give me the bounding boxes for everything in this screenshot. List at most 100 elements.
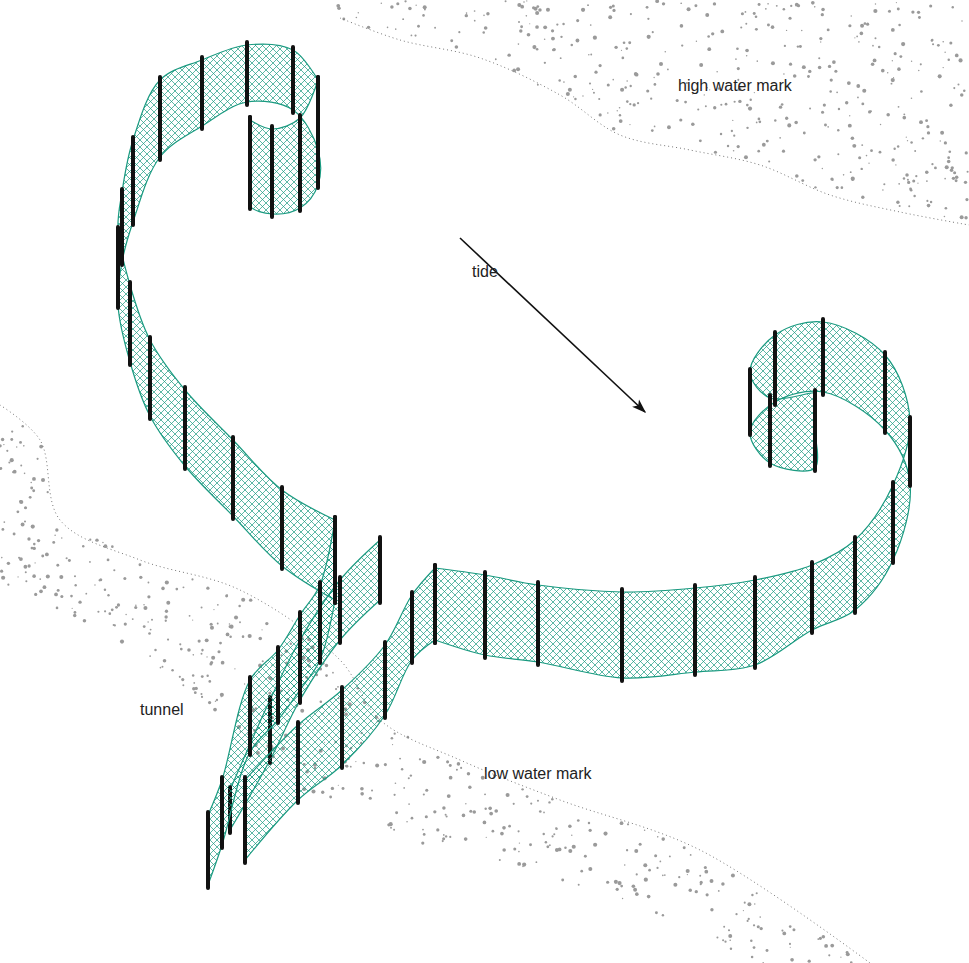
sand-dot — [553, 833, 555, 835]
sand-dot — [960, 93, 963, 96]
sand-dot — [442, 806, 445, 809]
sand-dot — [958, 58, 962, 62]
sand-dot — [147, 595, 150, 598]
sand-dot — [206, 674, 208, 676]
sand-dot — [593, 36, 597, 40]
sand-dot — [782, 150, 785, 153]
sand-dot — [331, 787, 334, 790]
sand-dot — [46, 575, 50, 579]
sand-dot — [608, 15, 612, 19]
sand-dot — [784, 45, 786, 47]
sand-dot — [757, 150, 760, 153]
sand-dot — [221, 696, 222, 697]
sand-dot — [612, 127, 616, 131]
sand-dot — [62, 576, 63, 577]
sand-dot — [713, 2, 716, 5]
sand-dot — [860, 24, 864, 28]
sand-dot — [225, 594, 228, 597]
stake — [810, 562, 814, 633]
sand-dot — [891, 158, 894, 161]
sand-dot — [488, 807, 492, 811]
sand-dot — [499, 859, 501, 861]
sand-dot — [919, 120, 923, 124]
sand-dot — [612, 5, 615, 8]
sand-dot — [733, 135, 735, 137]
sand-dot — [135, 605, 137, 607]
sand-dot — [650, 98, 652, 100]
stake — [318, 582, 322, 663]
sand-dot — [755, 28, 758, 31]
stake — [316, 77, 320, 188]
sand-dot — [953, 171, 956, 174]
sand-dot — [523, 1, 525, 3]
sand-dot — [489, 812, 493, 816]
sand-dot — [70, 595, 73, 598]
sand-dot — [609, 6, 612, 9]
sand-dot — [513, 847, 516, 850]
sand-dot — [861, 144, 863, 146]
sand-dot — [543, 833, 545, 835]
sand-dot — [728, 934, 732, 938]
sand-dot — [820, 41, 821, 42]
sand-dot — [148, 582, 150, 584]
sand-dot — [464, 837, 468, 841]
sand-dot — [193, 654, 195, 656]
sand-dot — [768, 160, 770, 162]
sand-dot — [33, 543, 36, 546]
sand-dot — [647, 18, 649, 20]
sand-dot — [97, 611, 99, 613]
sand-dot — [387, 27, 389, 29]
sand-dot — [261, 629, 262, 630]
stake — [378, 537, 382, 603]
sand-dot — [830, 944, 834, 948]
sand-dot — [871, 62, 875, 66]
sand-dot — [593, 92, 595, 94]
sand-dot — [651, 129, 654, 132]
sand-dot — [163, 659, 167, 663]
sand-dot — [911, 60, 912, 61]
sand-dot — [918, 16, 921, 19]
sand-dot — [898, 183, 900, 185]
sand-dot — [828, 954, 830, 956]
sand-dot — [393, 794, 395, 796]
sand-dot — [518, 43, 520, 45]
sand-dot — [745, 23, 747, 25]
sand-dot — [630, 85, 632, 87]
sand-dot — [699, 63, 703, 67]
sand-dot — [767, 24, 770, 27]
sand-dot — [210, 661, 213, 664]
sand-dot — [891, 83, 893, 85]
sand-dot — [66, 557, 68, 559]
sand-dot — [593, 843, 597, 847]
sand-dot — [455, 45, 459, 49]
sand-dot — [616, 888, 619, 891]
upper-beach — [336, 0, 968, 220]
sand-dot — [560, 36, 562, 38]
sand-dot — [16, 510, 19, 513]
sand-dot — [760, 927, 763, 930]
sand-dot — [751, 956, 754, 959]
sand-dot — [551, 37, 555, 41]
sand-dot — [483, 821, 487, 825]
sand-dot — [824, 124, 827, 127]
sand-dot — [942, 41, 944, 43]
sand-dot — [24, 506, 27, 509]
sand-dot — [545, 841, 548, 844]
sand-dot — [125, 614, 126, 615]
sand-dot — [518, 21, 520, 23]
sand-dot — [912, 179, 915, 182]
sand-dot — [390, 5, 393, 8]
sand-dot — [856, 36, 858, 38]
sand-dot — [947, 156, 950, 159]
sand-dot — [926, 125, 929, 128]
sand-dot — [711, 32, 714, 35]
sand-dot — [85, 593, 87, 595]
sand-dot — [965, 198, 968, 201]
sand-dot — [581, 8, 585, 12]
sand-dot — [960, 215, 964, 219]
sand-dot — [944, 141, 947, 144]
sand-dot — [462, 814, 466, 818]
sand-dot — [536, 48, 539, 51]
sand-dot — [944, 51, 945, 52]
